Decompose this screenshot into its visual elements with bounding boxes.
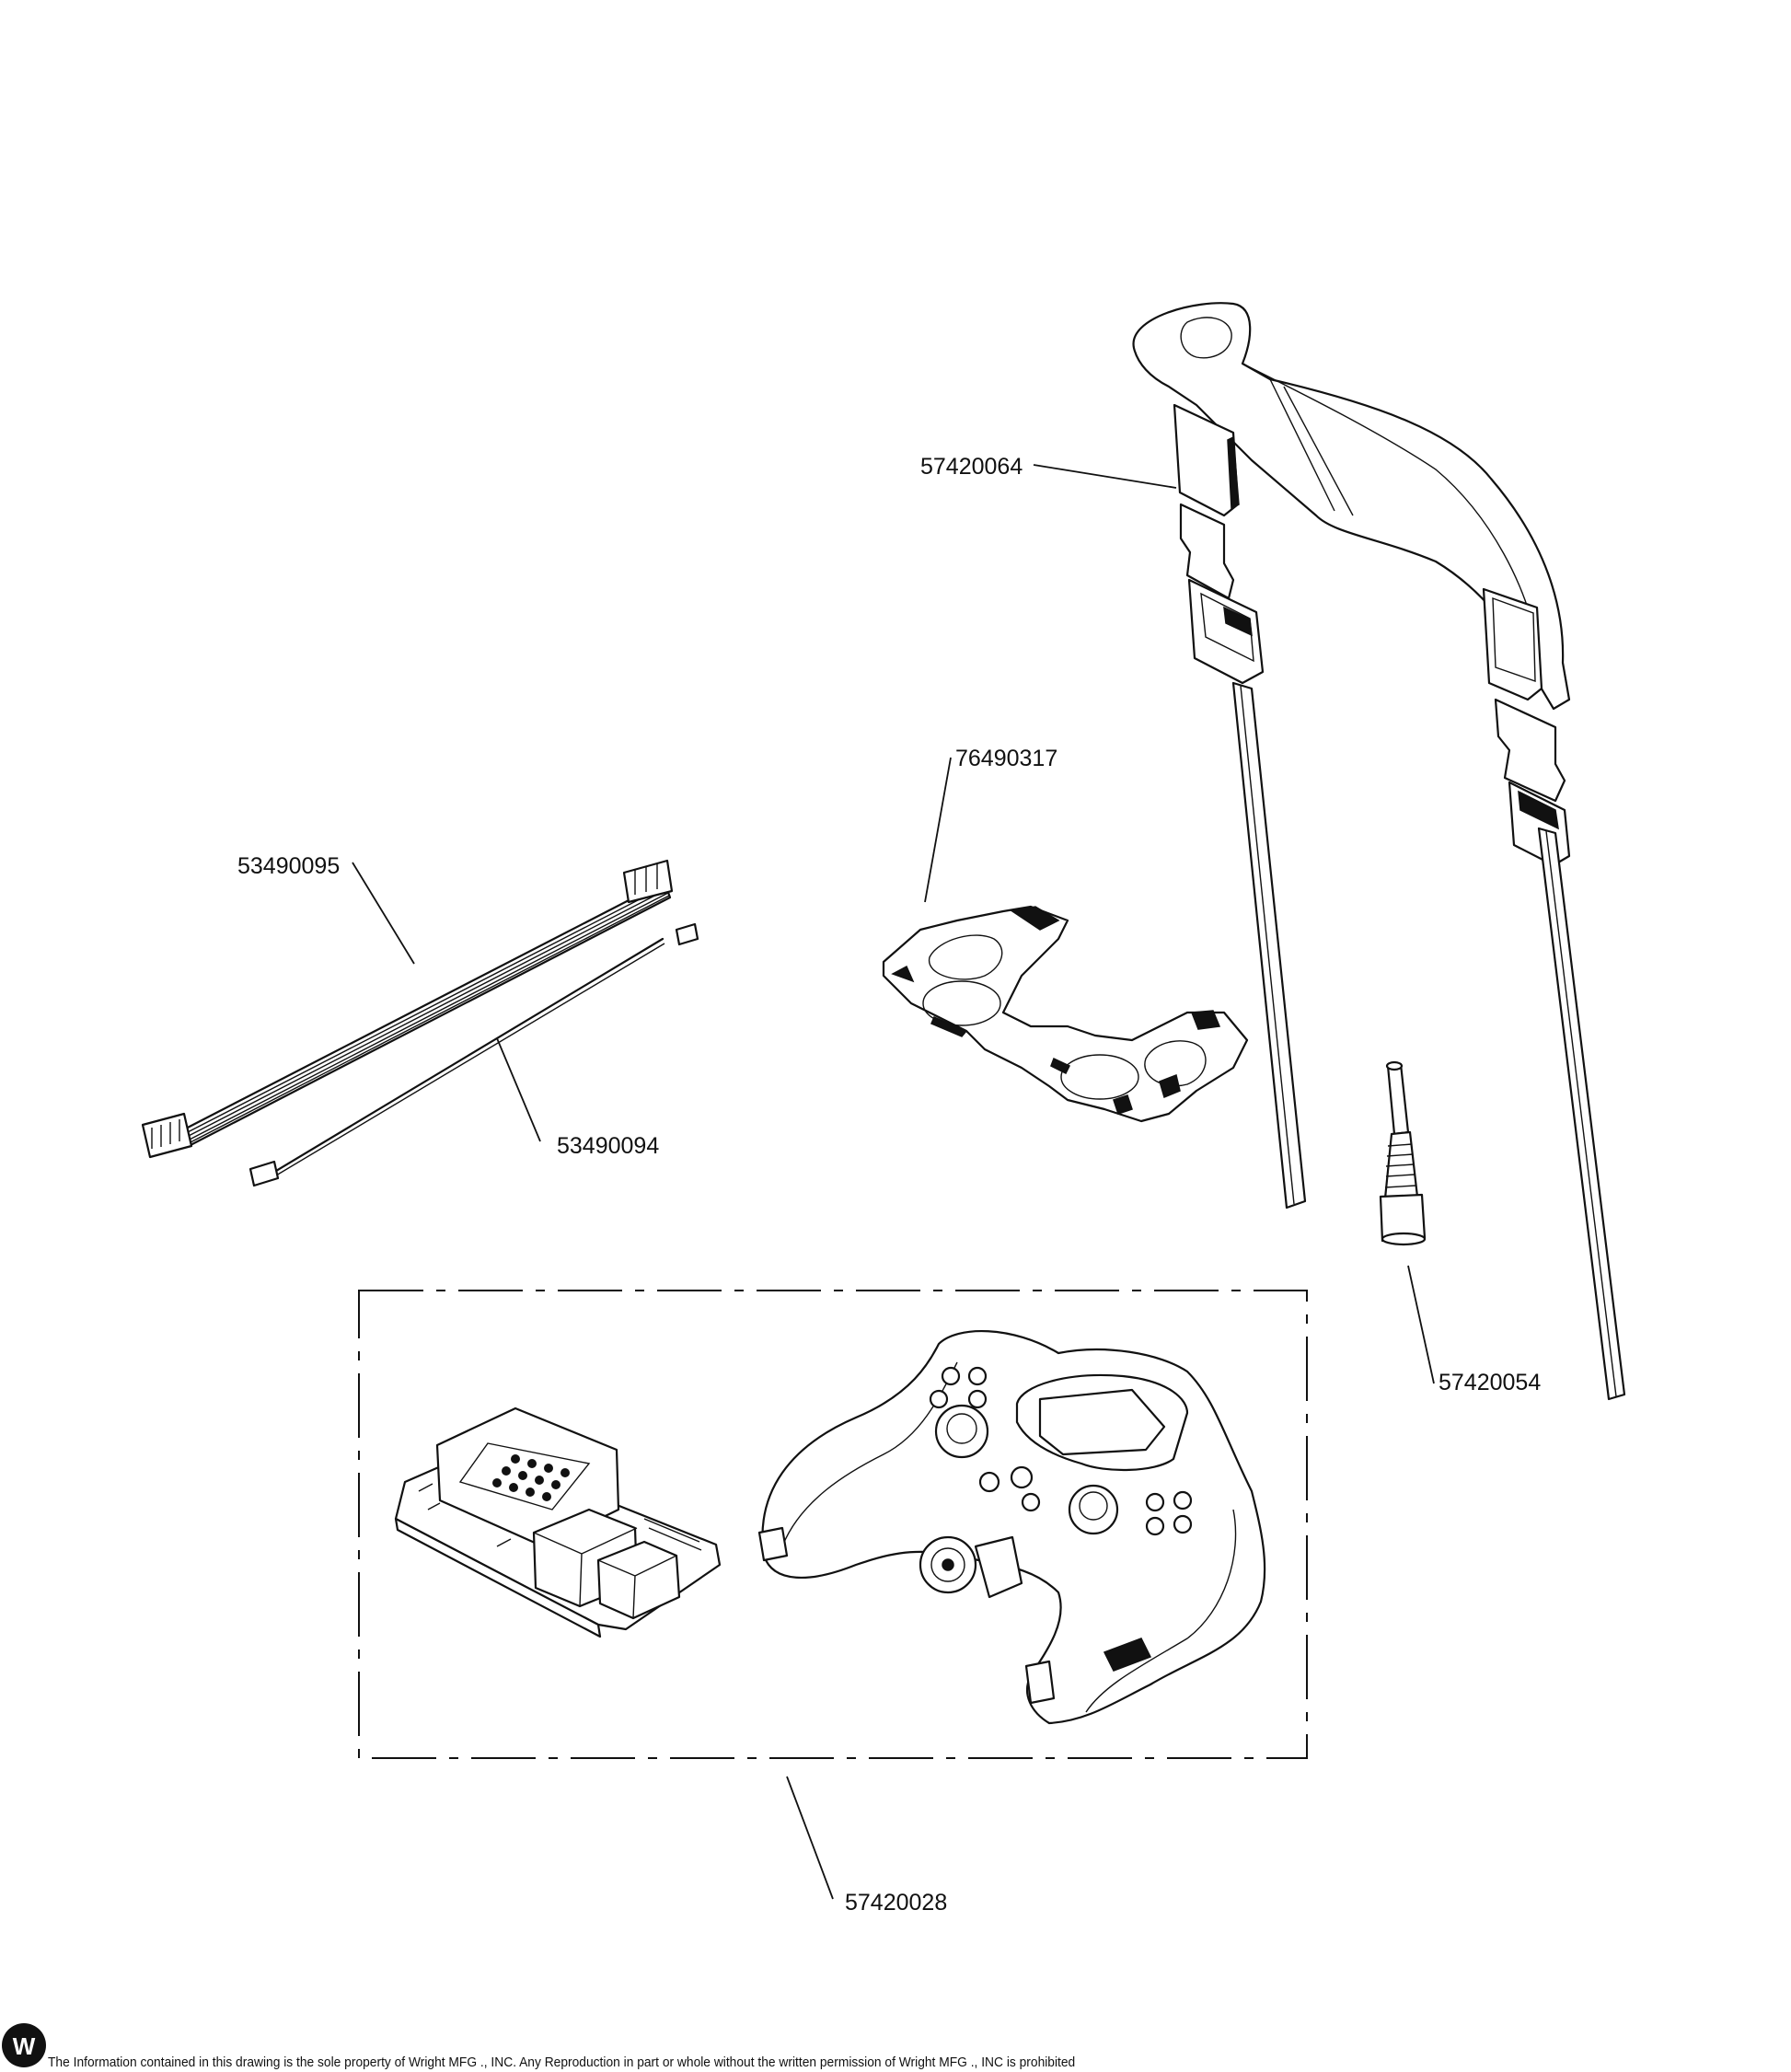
remote-controller — [757, 1329, 1266, 1725]
wright-logo: W — [2, 2023, 46, 2067]
leader-lines — [352, 464, 1435, 1900]
circuit-board — [394, 1406, 722, 1638]
callout-strap: 57420064 — [920, 454, 1023, 480]
remote-kit-box — [358, 1290, 1308, 1759]
antenna-cable — [248, 922, 699, 1187]
antenna — [1379, 1060, 1427, 1246]
ribbon-cable — [141, 859, 674, 1159]
callout-cable-wide: 53490095 — [237, 853, 340, 879]
keypad-overlay — [882, 905, 1249, 1123]
logo-letter: W — [13, 2032, 36, 2060]
shoulder-strap — [1132, 302, 1626, 1401]
callout-antenna: 57420054 — [1439, 1370, 1541, 1395]
callout-cable-narrow: 53490094 — [557, 1133, 659, 1159]
callout-overlay: 76490317 — [955, 746, 1057, 771]
callout-remote-kit: 57420028 — [845, 1890, 947, 1916]
copyright-notice: The Information contained in this drawin… — [48, 2055, 1076, 2070]
